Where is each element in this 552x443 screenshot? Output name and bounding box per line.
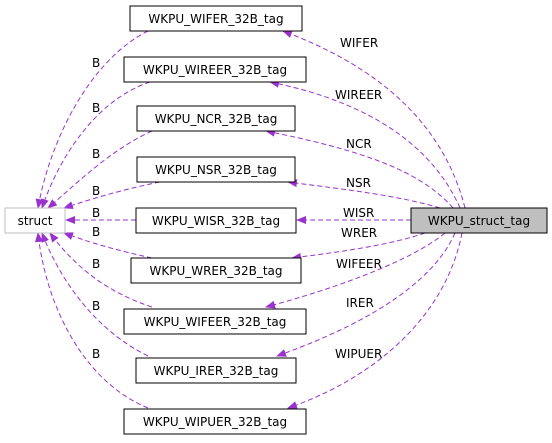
edge-label-b-wifer: B bbox=[92, 56, 100, 70]
edge-label-b-wipuer: B bbox=[92, 347, 100, 361]
edge-label-nsr: NSR bbox=[346, 176, 371, 190]
node-irer[interactable]: WKPU_IRER_32B_tag bbox=[135, 357, 297, 384]
edge-irer-to-struct bbox=[41, 232, 149, 357]
edge-label-wifeer: WIFEER bbox=[336, 257, 382, 271]
node-irer-label: WKPU_IRER_32B_tag bbox=[154, 364, 279, 378]
edge-label-wireer: WIREER bbox=[335, 88, 382, 102]
node-wifer[interactable]: WKPU_WIFER_32B_tag bbox=[129, 5, 303, 32]
node-wifeer[interactable]: WKPU_WIFEER_32B_tag bbox=[123, 308, 307, 335]
node-wisr[interactable]: WKPU_WISR_32B_tag bbox=[135, 207, 297, 234]
node-struct[interactable]: struct bbox=[4, 207, 66, 234]
edge-main-to-wrer bbox=[291, 232, 426, 261]
node-ncr[interactable]: WKPU_NCR_32B_tag bbox=[136, 105, 296, 132]
edge-wifeer-to-struct bbox=[49, 232, 153, 308]
node-wisr-label: WKPU_WISR_32B_tag bbox=[152, 214, 280, 228]
node-wrer[interactable]: WKPU_WRER_32B_tag bbox=[130, 257, 302, 284]
edge-wifer-to-struct bbox=[35, 30, 149, 209]
edge-label-wipuer: WIPUER bbox=[335, 347, 382, 361]
edge-ncr-to-struct bbox=[47, 130, 153, 209]
node-nsr[interactable]: WKPU_NSR_32B_tag bbox=[136, 156, 296, 183]
edge-main-to-irer bbox=[276, 232, 456, 357]
edge-label-b-wrer: B bbox=[92, 225, 100, 239]
edge-main-to-wipuer bbox=[287, 232, 463, 409]
edge-label-irer: IRER bbox=[346, 296, 374, 310]
edge-label-b-irer: B bbox=[92, 299, 100, 313]
node-wifer-label: WKPU_WIFER_32B_tag bbox=[148, 12, 283, 26]
edge-label-b-wireer: B bbox=[92, 101, 100, 115]
edge-label-b-nsr: B bbox=[92, 184, 100, 198]
node-ncr-label: WKPU_NCR_32B_tag bbox=[155, 112, 278, 126]
node-struct-label: struct bbox=[18, 214, 53, 228]
edge-wrer-to-struct bbox=[63, 232, 153, 259]
node-wireer[interactable]: WKPU_WIREER_32B_tag bbox=[123, 56, 307, 83]
node-wipuer-label: WKPU_WIPUER_32B_tag bbox=[143, 415, 287, 429]
edge-main-to-ncr bbox=[265, 128, 454, 209]
main-edges bbox=[265, 30, 466, 409]
edge-label-b-wisr: B bbox=[92, 206, 100, 220]
edge-label-wrer: WRER bbox=[341, 226, 377, 240]
edge-label-wisr: WISR bbox=[343, 206, 374, 220]
node-wireer-label: WKPU_WIREER_32B_tag bbox=[143, 63, 287, 77]
edge-label-b-ncr: B bbox=[92, 147, 100, 161]
edge-label-wifer: WIFER bbox=[340, 36, 378, 50]
node-main-label: WKPU_struct_tag bbox=[428, 214, 530, 228]
node-wkpu-struct-tag[interactable]: WKPU_struct_tag bbox=[410, 207, 548, 234]
struct-edges bbox=[34, 30, 161, 409]
node-nsr-label: WKPU_NSR_32B_tag bbox=[155, 163, 277, 177]
edge-main-to-wireer bbox=[269, 79, 461, 209]
main-edge-labels: WIFER WIREER NCR NSR WISR WRER WIFEER IR… bbox=[335, 36, 382, 361]
node-wrer-label: WKPU_WRER_32B_tag bbox=[149, 264, 282, 278]
edge-label-ncr: NCR bbox=[346, 137, 372, 151]
edge-nsr-to-struct bbox=[63, 181, 161, 209]
node-wipuer[interactable]: WKPU_WIPUER_32B_tag bbox=[123, 408, 307, 435]
edge-main-to-wifeer bbox=[265, 232, 446, 309]
edge-main-to-wifer bbox=[282, 30, 466, 209]
edge-wireer-to-struct bbox=[41, 81, 151, 209]
struct-edge-labels: B B B B B B B B B bbox=[92, 56, 100, 361]
node-wifeer-label: WKPU_WIFEER_32B_tag bbox=[144, 315, 287, 329]
edge-label-b-wifeer: B bbox=[92, 257, 100, 271]
edge-wipuer-to-struct bbox=[34, 232, 149, 409]
